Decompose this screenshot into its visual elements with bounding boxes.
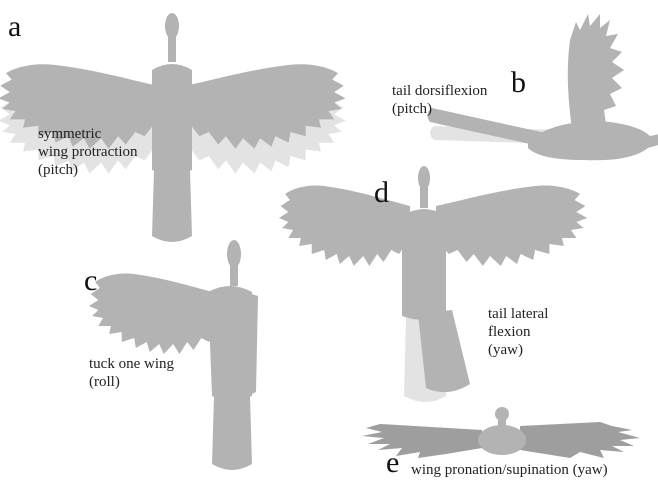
caption-a-line-3: (pitch) [38,161,138,179]
bird-e-body [478,407,526,455]
bird-d [279,166,587,402]
panel-label-b: b [511,68,526,98]
caption-d: tail lateral flexion (yaw) [488,305,548,359]
caption-e: wing pronation/supination (yaw) [411,461,608,479]
caption-a-line-2: wing protraction [38,143,138,161]
caption-c-line-2: (roll) [89,373,174,391]
caption-b-line-1: tail dorsiflexion [392,82,487,100]
caption-b: tail dorsiflexion (pitch) [392,82,487,118]
panel-label-c: c [84,266,97,296]
panel-label-d: d [374,178,389,208]
bird-c-wing [89,273,220,354]
caption-d-line-3: (yaw) [488,341,548,359]
bird-e [362,407,640,458]
caption-a-line-1: symmetric [38,125,138,143]
caption-d-line-1: tail lateral [488,305,548,323]
caption-d-line-2: flexion [488,323,548,341]
caption-e-line-1: wing pronation/supination (yaw) [411,461,608,479]
panel-label-e: e [386,448,399,478]
panel-label-a: a [8,12,21,42]
caption-b-line-2: (pitch) [392,100,487,118]
caption-c: tuck one wing (roll) [89,355,174,391]
caption-a: symmetric wing protraction (pitch) [38,125,138,179]
bird-a-body [152,13,192,242]
caption-c-line-1: tuck one wing [89,355,174,373]
